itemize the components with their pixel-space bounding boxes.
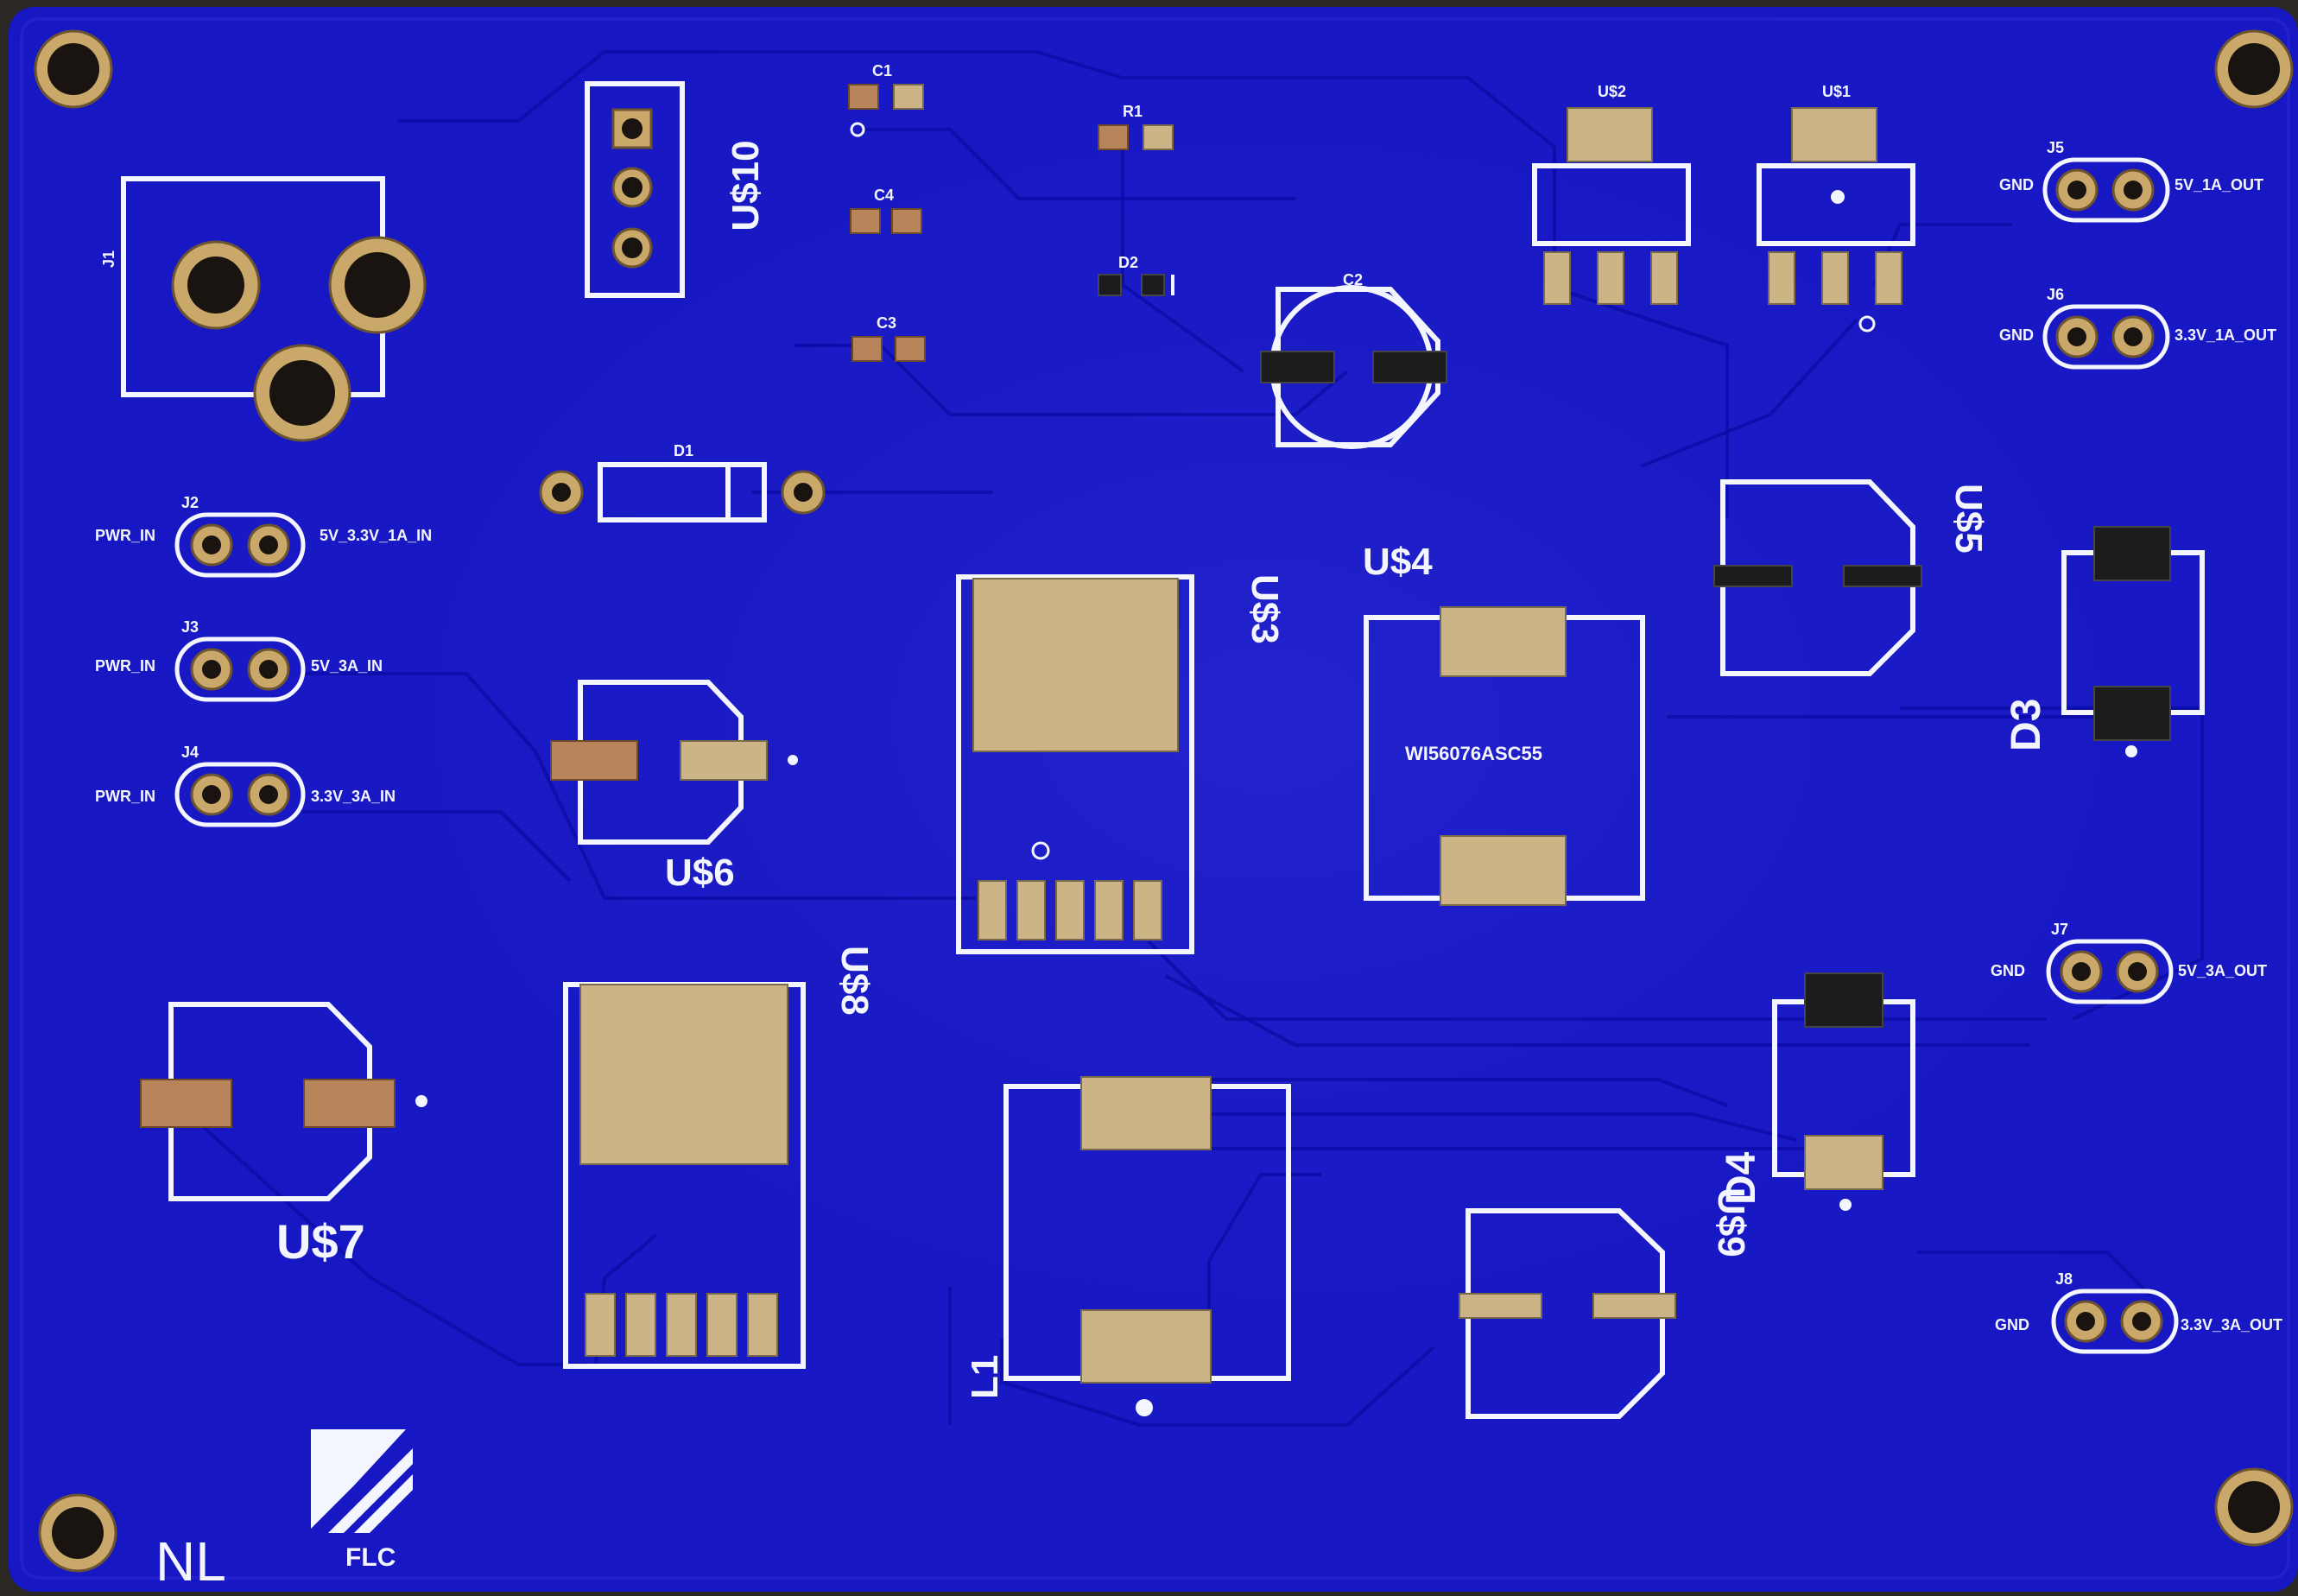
us8-label: U$8: [833, 946, 876, 1016]
svg-text:J6: J6: [2047, 286, 2064, 303]
d3-label: D3: [2004, 699, 2049, 751]
svg-text:5V_1A_OUT: 5V_1A_OUT: [2175, 176, 2263, 193]
svg-text:5V_3.3V_1A_IN: 5V_3.3V_1A_IN: [320, 527, 432, 544]
j1-barrel-jack: J1: [100, 176, 427, 442]
j2-connector: J2 PWR_IN 5V_3.3V_1A_IN: [95, 494, 432, 578]
us6-label: U$6: [665, 852, 735, 894]
us6-package: U$6: [550, 680, 798, 894]
j1-label: J1: [100, 250, 117, 268]
us5-label: U$5: [1947, 484, 1990, 554]
board-logo: FLC NL: [155, 1429, 413, 1593]
svg-text:J8: J8: [2055, 1270, 2073, 1288]
svg-text:5V_3A_OUT: 5V_3A_OUT: [2178, 962, 2267, 979]
l1-label: L1: [964, 1355, 1006, 1399]
j7-connector: J7 GND 5V_3A_OUT: [1991, 921, 2267, 1004]
svg-text:C2: C2: [1343, 271, 1363, 288]
d4-diode: D4: [1719, 972, 1915, 1211]
c2-electrolytic-capacitor: C2: [1260, 271, 1447, 449]
us10-label: U$10: [725, 140, 767, 231]
us4-label: U$4: [1363, 541, 1433, 583]
us7-package: U$7: [140, 1002, 427, 1269]
svg-text:GND: GND: [1999, 326, 2034, 344]
svg-text:PWR_IN: PWR_IN: [95, 788, 155, 805]
mounting-hole-top-left: [34, 29, 113, 109]
mounting-hole-top-right: [2214, 29, 2294, 109]
us9-label: U$9: [1710, 1188, 1752, 1257]
svg-text:3.3V_1A_OUT: 3.3V_1A_OUT: [2175, 326, 2276, 344]
svg-text:PWR_IN: PWR_IN: [95, 657, 155, 674]
svg-text:J3: J3: [181, 618, 199, 636]
svg-text:5V_3A_IN: 5V_3A_IN: [311, 657, 383, 674]
logo-nl-text: NL: [155, 1530, 226, 1593]
us4-part-number: WI56076ASC55: [1405, 743, 1542, 764]
svg-text:R1: R1: [1123, 103, 1143, 120]
c1-capacitor: C1: [848, 62, 924, 137]
mounting-hole-bottom-right: [2214, 1467, 2294, 1547]
svg-text:U$2: U$2: [1598, 83, 1626, 100]
j3-connector: J3 PWR_IN 5V_3A_IN: [95, 618, 383, 702]
us8-package: U$8: [563, 946, 876, 1369]
us3-package: U$3: [956, 574, 1286, 954]
svg-text:J7: J7: [2051, 921, 2068, 938]
svg-text:PWR_IN: PWR_IN: [95, 527, 155, 544]
svg-text:C4: C4: [874, 187, 894, 204]
us1-regulator: U$1: [1757, 83, 1915, 332]
r1-resistor: R1: [1098, 103, 1174, 150]
us4-package: U$4 WI56076ASC55: [1363, 541, 1645, 906]
d4-label: D4: [1719, 1151, 1764, 1205]
us3-label: U$3: [1244, 574, 1286, 644]
svg-text:J5: J5: [2047, 139, 2064, 156]
svg-text:J4: J4: [181, 744, 199, 761]
svg-text:U$1: U$1: [1822, 83, 1851, 100]
j5-connector: J5 GND 5V_1A_OUT: [1999, 139, 2263, 223]
d3-diode: D3: [2004, 526, 2205, 757]
d2-diode: D2: [1098, 254, 1174, 296]
j8-connector: J8 GND 3.3V_3A_OUT: [1995, 1270, 2282, 1354]
us7-label: U$7: [276, 1214, 365, 1269]
us2-regulator: U$2: [1532, 83, 1691, 305]
svg-text:J2: J2: [181, 494, 199, 511]
us5-package: U$5: [1713, 479, 1990, 676]
c4-capacitor: C4: [850, 187, 922, 234]
svg-text:D2: D2: [1118, 254, 1138, 271]
svg-text:C1: C1: [872, 62, 892, 79]
svg-text:GND: GND: [1991, 962, 2025, 979]
us9-package: U$9: [1459, 1188, 1752, 1419]
d1-diode: D1: [539, 442, 826, 522]
svg-text:D1: D1: [674, 442, 693, 459]
j4-connector: J4 PWR_IN 3.3V_3A_IN: [95, 744, 396, 827]
svg-text:C3: C3: [877, 314, 896, 332]
mounting-hole-bottom-left: [38, 1493, 117, 1573]
svg-text:GND: GND: [1999, 176, 2034, 193]
logo-flc-text: FLC: [345, 1543, 396, 1572]
us10-header: U$10: [585, 81, 767, 298]
svg-text:GND: GND: [1995, 1316, 2029, 1333]
c3-capacitor: C3: [851, 314, 926, 362]
svg-text:3.3V_3A_IN: 3.3V_3A_IN: [311, 788, 396, 805]
l1-inductor: L1: [964, 1076, 1291, 1416]
svg-text:3.3V_3A_OUT: 3.3V_3A_OUT: [2181, 1316, 2282, 1333]
j6-connector: J6 GND 3.3V_1A_OUT: [1999, 286, 2276, 370]
